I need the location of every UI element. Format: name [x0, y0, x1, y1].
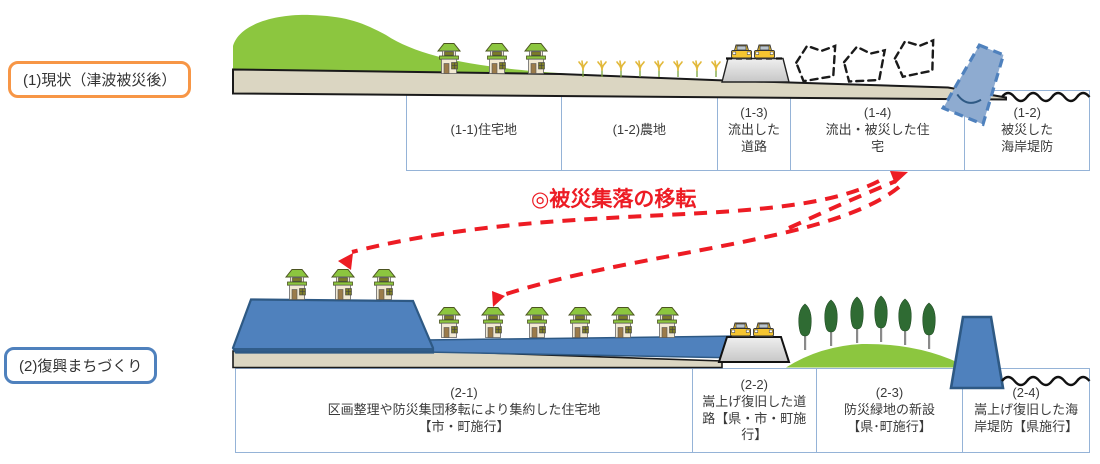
- cell-1-1-residential: (1-1)住宅地: [407, 91, 561, 170]
- car-icon: [730, 322, 751, 338]
- cell-code: (2-1): [450, 385, 478, 401]
- house-icon: [437, 43, 461, 74]
- stage2-label-row: (2-1)区画整理や防災集団移転により集約した住宅地【市・町施行】 (2-2)嵩…: [235, 368, 1090, 453]
- rice-plant-icon: [597, 60, 607, 78]
- tree-icon: [798, 303, 812, 351]
- relocation-title: ◎被災集落の移転: [531, 188, 697, 211]
- cell-label: 嵩上げ復旧した道路【県・市・町施行】: [702, 393, 807, 443]
- cell-2-3-green-belt: (2-3)防災緑地の新設【県･町施行】: [815, 369, 963, 452]
- rice-plant-icon: [616, 60, 626, 78]
- cell-code: (2-2): [740, 376, 768, 392]
- cell-2-2-restored-road: (2-2)嵩上げ復旧した道路【県・市・町施行】: [691, 369, 816, 452]
- rice-plant-icon: [635, 60, 645, 78]
- house-icon: [481, 307, 505, 338]
- tree-icon: [874, 295, 888, 343]
- relocation-embankment: [231, 298, 435, 354]
- cell-label: 被災した海岸堤防: [1001, 122, 1054, 154]
- house-icon: [611, 307, 635, 338]
- rice-plant-icon: [578, 60, 588, 78]
- house-icon: [525, 307, 549, 338]
- rice-plant-icon: [654, 60, 664, 78]
- tree-icon: [898, 298, 912, 346]
- rice-plant-icon: [692, 60, 702, 78]
- tree-icon: [922, 302, 936, 350]
- cell-code: (1-1): [450, 122, 478, 138]
- cell-label: 防災緑地の新設: [843, 402, 935, 418]
- cell-code: (2-4): [1012, 385, 1040, 401]
- house-icon: [485, 43, 509, 74]
- raised-residential-strip: [424, 335, 741, 359]
- destroyed-house-outline: [793, 42, 839, 83]
- cell-note: 【県･町施行】: [847, 418, 932, 434]
- cell-label: 農地: [640, 122, 667, 138]
- cell-1-4-damaged-houses: (1-4)流出・被災した住宅: [789, 91, 964, 170]
- house-icon: [655, 307, 679, 338]
- house-icon: [524, 43, 548, 74]
- cell-label: 流出・被災した住宅: [825, 122, 930, 154]
- cell-note: 【市・町施行】: [418, 418, 510, 434]
- rice-plant-icon: [711, 60, 721, 78]
- car-icon: [753, 322, 774, 338]
- cell-label: 住宅地: [477, 122, 517, 138]
- cell-code: (1-3): [740, 105, 768, 121]
- house-icon: [331, 269, 355, 300]
- restored-road: [717, 336, 791, 363]
- disaster-prevention-green-mound: [786, 343, 968, 368]
- relocation-arrow-from-damaged-area: [788, 179, 897, 230]
- stage2-label: (2)復興まちづくり: [4, 347, 158, 384]
- rice-plant-icon: [673, 60, 683, 78]
- ground-bottom: [232, 350, 723, 369]
- cell-1-3-washed-out-road: (1-3)流出した道路: [717, 91, 790, 170]
- house-icon: [568, 307, 592, 338]
- cell-code: (2-3): [875, 385, 904, 401]
- stage1-label-row: (1-1)住宅地 (1-2)農地 (1-3)流出した道路 (1-4)流出・被災し…: [406, 90, 1090, 171]
- cell-2-4-restored-seawall: (2-4)嵩上げ復旧した海岸堤防【県施行】: [962, 369, 1089, 452]
- house-icon: [437, 307, 461, 338]
- cell-label: 嵩上げ復旧した海岸堤防【県施行】: [974, 402, 1079, 434]
- destroyed-house-outline: [891, 37, 938, 79]
- tree-icon: [824, 299, 838, 347]
- tree-icon: [850, 296, 864, 344]
- cell-label: 流出した道路: [727, 122, 780, 154]
- house-icon: [285, 269, 309, 300]
- cell-1-2-farmland: (1-2)農地: [560, 91, 718, 170]
- cell-2-1-consolidated-housing: (2-1)区画整理や防災集団移転により集約した住宅地【市・町施行】: [236, 369, 692, 452]
- house-icon: [372, 269, 396, 300]
- cell-1-2-damaged-seawall: (1-2)被災した海岸堤防: [964, 91, 1089, 170]
- car-icon: [731, 44, 752, 60]
- cell-code: (1-2): [1013, 105, 1041, 121]
- hill: [233, 14, 566, 74]
- destroyed-house-outline: [841, 45, 887, 85]
- cell-code: (1-2): [612, 122, 641, 138]
- car-icon: [754, 44, 775, 60]
- washed-out-road: [721, 57, 790, 83]
- stage1-label: (1)現状（津波被災後）: [8, 61, 192, 98]
- cell-label: 区画整理や防災集団移転により集約した住宅地: [327, 402, 601, 418]
- cell-code: (1-4): [863, 105, 892, 121]
